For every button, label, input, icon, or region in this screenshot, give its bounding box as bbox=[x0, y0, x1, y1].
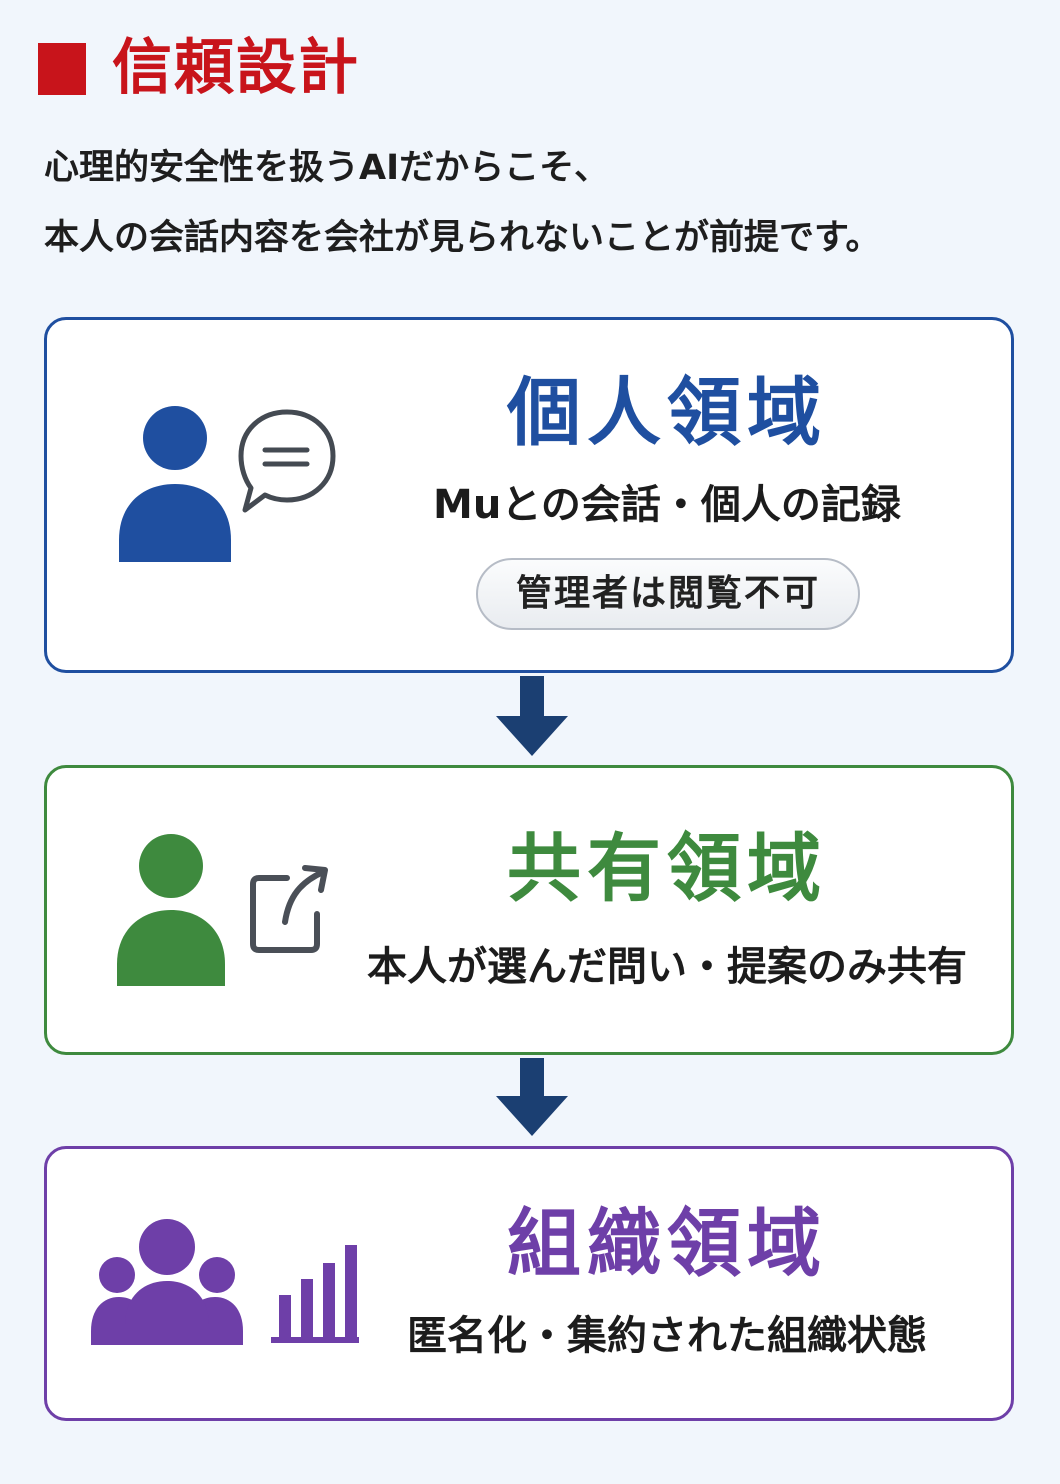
bar-chart-icon bbox=[271, 1245, 359, 1343]
share-icon bbox=[250, 865, 328, 953]
shared-zone-card: 共有領域 本人が選んだ問い・提案のみ共有 bbox=[44, 765, 1014, 1055]
shared-zone-description: 本人が選んだ問い・提案のみ共有 bbox=[367, 944, 967, 990]
org-zone-card: 組織領域 匿名化・集約された組織状態 bbox=[44, 1146, 1014, 1421]
chat-bubble-icon bbox=[238, 409, 336, 513]
intro-line-2: 本人の会話内容を会社が見られないことが前提です。 bbox=[44, 218, 881, 258]
shared-zone-title: 共有領域 bbox=[507, 826, 827, 912]
down-arrow-icon bbox=[496, 1058, 568, 1136]
down-arrow-icon bbox=[496, 676, 568, 756]
header-square-icon bbox=[38, 43, 86, 95]
page-title: 信頼設計 bbox=[112, 33, 360, 103]
group-icon bbox=[91, 1219, 243, 1345]
person-icon bbox=[119, 406, 231, 562]
personal-zone-description: Muとの会話・個人の記録 bbox=[433, 482, 901, 528]
personal-zone-title: 個人領域 bbox=[507, 370, 827, 456]
intro-line-1: 心理的安全性を扱うAIだからこそ、 bbox=[44, 148, 610, 188]
org-zone-title: 組織領域 bbox=[507, 1201, 827, 1287]
org-zone-description: 匿名化・集約された組織状態 bbox=[407, 1313, 927, 1359]
personal-zone-card: 個人領域 Muとの会話・個人の記録 管理者は閲覧不可 bbox=[44, 317, 1014, 673]
person-icon bbox=[117, 834, 225, 986]
admin-no-access-badge: 管理者は閲覧不可 bbox=[476, 558, 860, 630]
